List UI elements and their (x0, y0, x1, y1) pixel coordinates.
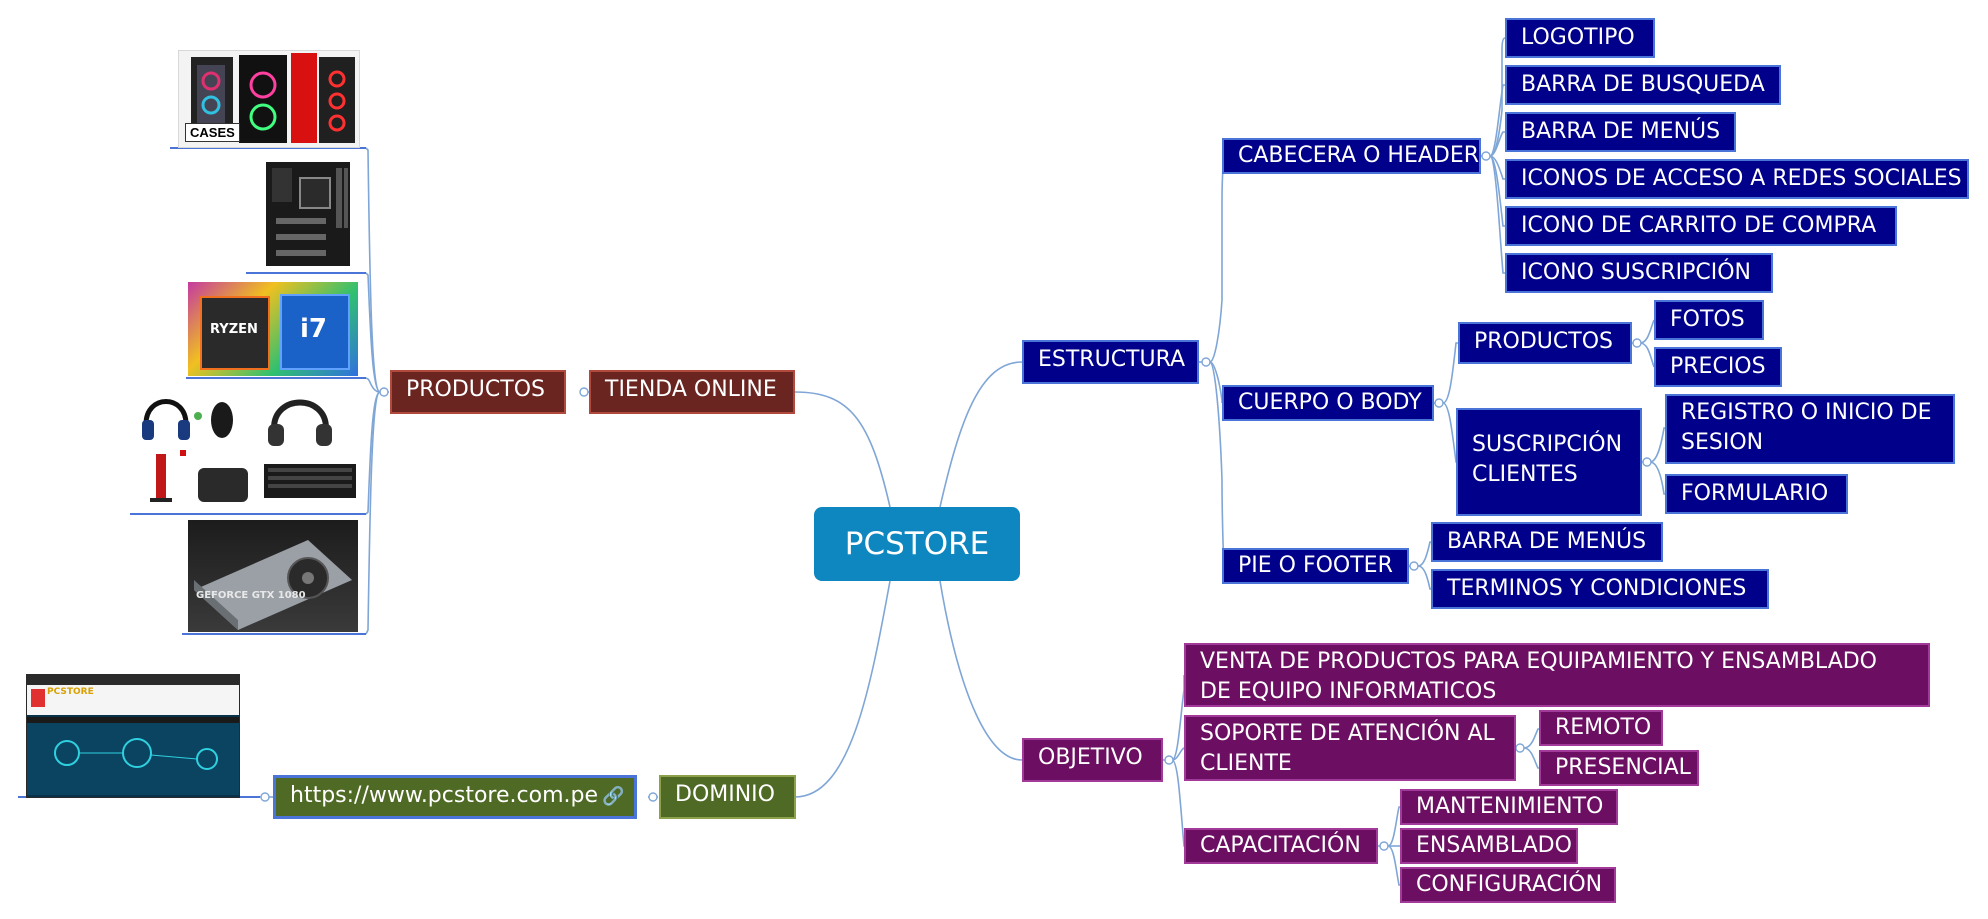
cabecera-item-barra-menus[interactable]: BARRA DE MENÚS (1505, 112, 1736, 152)
motherboard-drawing (266, 162, 350, 266)
pie-item-barra-menus[interactable]: BARRA DE MENÚS (1431, 522, 1663, 562)
gtx-label: GEFORCE GTX 1080 (196, 590, 306, 601)
estructura-node[interactable]: ESTRUCTURA (1022, 340, 1199, 384)
site-header: PCSTORE (27, 685, 239, 715)
cases-caption: CASES (185, 123, 240, 142)
browser-bar (27, 675, 239, 685)
cuerpo-suscripcion-node[interactable]: SUSCRIPCIÓN CLIENTES (1456, 408, 1642, 516)
capacitacion-ensamblado[interactable]: ENSAMBLADO (1400, 828, 1578, 864)
site-logo-icon (31, 689, 45, 707)
peripherals-drawing (142, 399, 356, 502)
cabecera-item-carrito[interactable]: ICONO DE CARRITO DE COMPRA (1505, 206, 1897, 246)
cuerpo-productos-precios[interactable]: PRECIOS (1654, 347, 1782, 387)
cuerpo-suscripcion-formulario[interactable]: FORMULARIO (1665, 474, 1848, 514)
cabecera-item-logotipo[interactable]: LOGOTIPO (1505, 18, 1655, 58)
ryzen-box: RYZEN (200, 296, 270, 370)
soporte-presencial[interactable]: PRESENCIAL (1539, 750, 1699, 786)
site-banner-drawing (27, 723, 239, 795)
website-screenshot-image: PCSTORE (26, 674, 240, 798)
pie-item-terminos[interactable]: TERMINOS Y CONDICIONES (1431, 569, 1769, 609)
dominio-node[interactable]: DOMINIO (659, 775, 796, 819)
cabecera-node[interactable]: CABECERA O HEADER (1222, 138, 1481, 174)
productos-left-node[interactable]: PRODUCTOS (390, 370, 566, 414)
tienda-online-node[interactable]: TIENDA ONLINE (589, 370, 795, 414)
objetivo-venta[interactable]: VENTA DE PRODUCTOS PARA EQUIPAMIENTO Y E… (1184, 643, 1930, 707)
cuerpo-node[interactable]: CUERPO O BODY (1222, 385, 1434, 421)
intel-box: i7 (280, 294, 350, 370)
objetivo-capacitacion[interactable]: CAPACITACIÓN (1184, 828, 1378, 864)
url-text[interactable]: https://www.pcstore.com.pe (290, 783, 598, 808)
soporte-remoto[interactable]: REMOTO (1539, 710, 1663, 746)
cabecera-item-iconos-redes[interactable]: ICONOS DE ACCESO A REDES SOCIALES (1505, 159, 1969, 199)
url-node[interactable]: https://www.pcstore.com.pe🔗 (273, 775, 637, 819)
graphics-card-drawing (194, 540, 352, 630)
cuerpo-productos-node[interactable]: PRODUCTOS (1458, 322, 1632, 364)
ryzen-label: RYZEN (210, 322, 258, 337)
peripherals-image (136, 384, 360, 512)
i7-label: i7 (300, 314, 328, 344)
cabecera-item-barra-busqueda[interactable]: BARRA DE BUSQUEDA (1505, 65, 1781, 105)
link-icon[interactable]: 🔗 (602, 786, 625, 807)
motherboard-image (258, 158, 356, 270)
graphics-card-image: GEFORCE GTX 1080 (188, 520, 358, 632)
site-menu (27, 717, 239, 723)
cuerpo-suscripcion-registro[interactable]: REGISTRO O INICIO DE SESION (1665, 394, 1955, 464)
cabecera-item-suscripcion[interactable]: ICONO SUSCRIPCIÓN (1505, 253, 1773, 293)
processors-image: RYZEN i7 (188, 282, 358, 376)
central-topic[interactable]: PCSTORE (814, 507, 1020, 581)
cases-image: CASES (178, 50, 360, 148)
site-logo-text: PCSTORE (47, 687, 94, 697)
objetivo-node[interactable]: OBJETIVO (1022, 738, 1163, 782)
objetivo-soporte[interactable]: SOPORTE DE ATENCIÓN AL CLIENTE (1184, 715, 1516, 781)
capacitacion-configuracion[interactable]: CONFIGURACIÓN (1400, 867, 1616, 903)
cuerpo-productos-fotos[interactable]: FOTOS (1654, 300, 1764, 340)
capacitacion-mantenimiento[interactable]: MANTENIMIENTO (1400, 789, 1618, 825)
pie-node[interactable]: PIE O FOOTER (1222, 548, 1409, 584)
